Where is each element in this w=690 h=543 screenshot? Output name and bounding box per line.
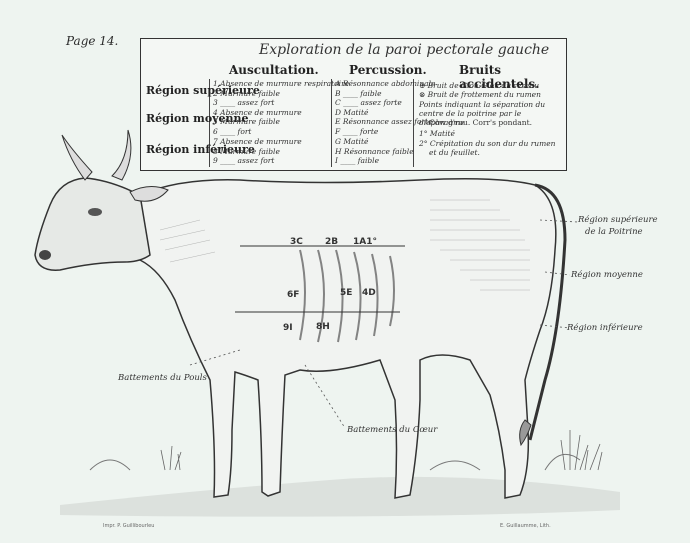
label-upper-2: de la Poitrine (585, 227, 643, 237)
percussion-row: F ____ forte (335, 127, 378, 136)
page-number: Page 14. (66, 34, 118, 48)
label-heart: Battements du Cœur (347, 425, 437, 435)
cow-mark: 3C (290, 237, 303, 247)
credit-lithographer: E. Guillaumme, Lith. (500, 523, 551, 529)
cow-mark: 8H (316, 322, 330, 332)
auscultation-row: 8 Murmure faible (213, 147, 280, 156)
label-lower: Région inférieure (567, 323, 643, 333)
auscultation-row: 4 Absence de murmure (213, 108, 302, 117)
label-middle: Région moyenne (571, 270, 643, 280)
bruits-row: Cow d'rou. Corr's pondant. (429, 118, 532, 127)
bruits-row: et du feuillet. (429, 148, 480, 157)
cow-mark: 1A1° (353, 237, 377, 247)
cow-mark: 6F (287, 290, 299, 300)
bruits-row: ⊕ Bruit de Glou-Glou du réseau (419, 81, 539, 90)
cow-mark: 2B (325, 237, 338, 247)
percussion-row: E Résonnance assez forte (335, 117, 433, 126)
bruits-row: Points indiquant la séparation du (419, 100, 545, 109)
percussion-row: C ____ assez forte (335, 98, 402, 107)
auscultation-row: 6 ____ fort (213, 127, 251, 136)
auscultation-row: 2 Murmure faible (213, 89, 280, 98)
cow-mark: 9I (283, 323, 293, 333)
column-percussion: Percussion. (349, 63, 427, 77)
label-pulse: Battements du Pouls (118, 373, 207, 383)
percussion-row: D Matité (335, 108, 368, 117)
bruits-row: 1° Matité (419, 129, 455, 138)
auscultation-row: 7 Absence de murmure (213, 137, 302, 146)
percussion-row: B ____ faible (335, 89, 382, 98)
percussion-row: G Matité (335, 137, 368, 146)
exploration-table: Exploration de la paroi pectorale gauche… (140, 38, 567, 171)
auscultation-row: 3 ____ assez fort (213, 98, 274, 107)
label-upper-1: Région supérieure (578, 215, 658, 225)
column-auscultation: Auscultation. (229, 63, 319, 77)
cow-mark: 4D (362, 288, 376, 298)
percussion-row: I ____ faible (335, 156, 379, 165)
auscultation-row: 5 Murmure faible (213, 117, 280, 126)
table-title: Exploration de la paroi pectorale gauche (259, 42, 549, 58)
credit-printer: Impr. P. Guillibourleu (103, 523, 154, 529)
bruits-row: 2° Crépitation du son dur du rumen (419, 139, 556, 148)
auscultation-row: 1 Absence de murmure respiratoire (213, 79, 349, 88)
cow-mark: 5E (340, 288, 352, 298)
bruits-row: ⊗ Bruit de frottement du rumen (419, 90, 541, 99)
auscultation-row: 9 ____ assez fort (213, 156, 274, 165)
percussion-row: H Résonnance faible (335, 147, 414, 156)
